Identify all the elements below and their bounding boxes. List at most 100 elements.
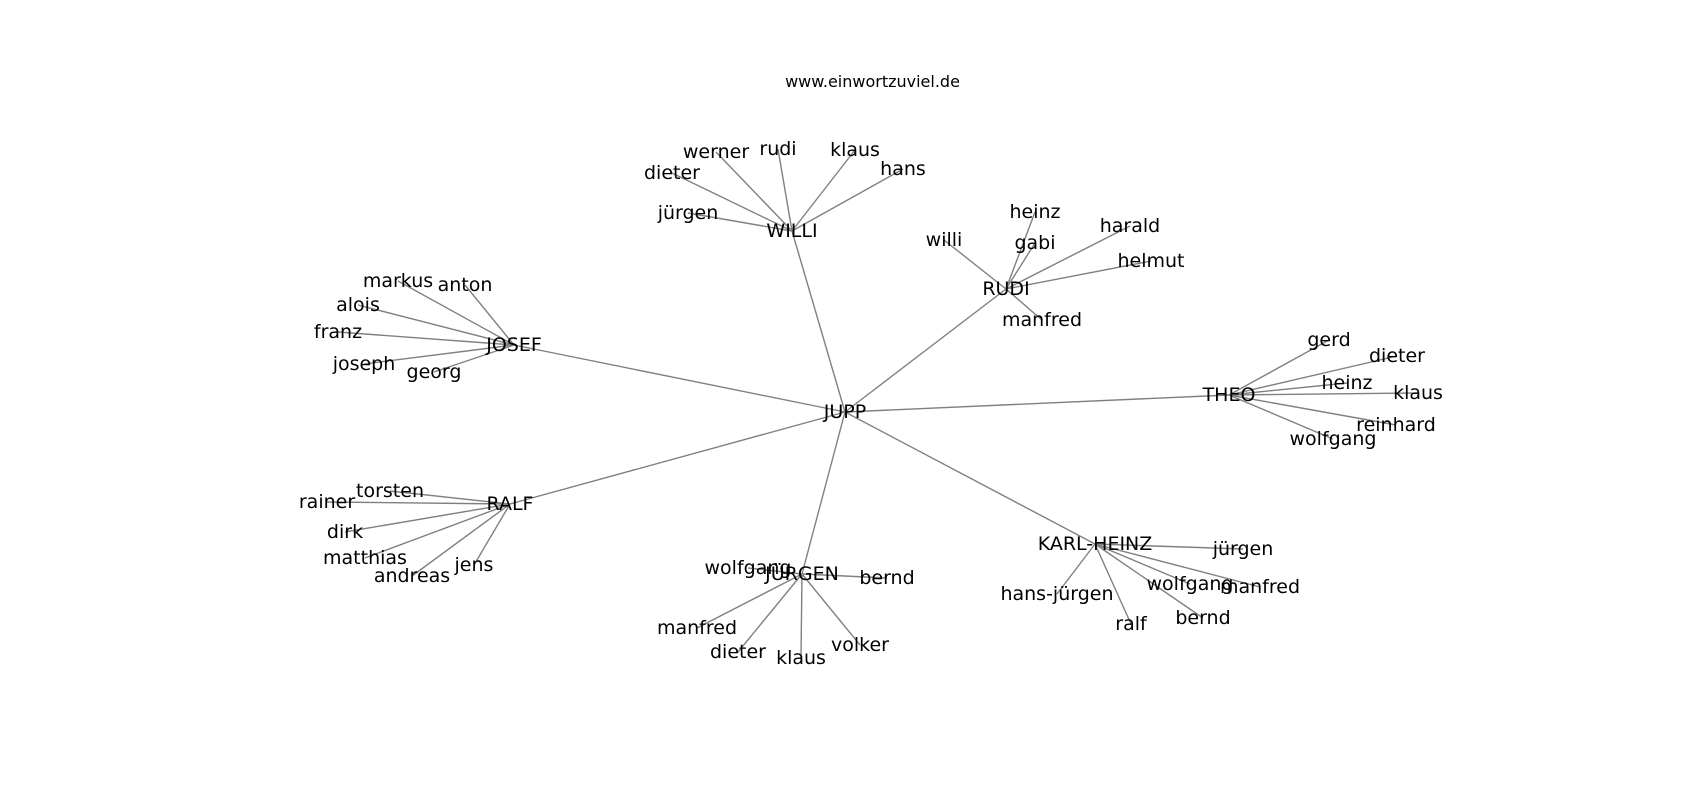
edge-karl-heinz-bernd	[1094, 543, 1204, 619]
edge-rudi-willi	[943, 239, 1007, 290]
node-leaf-klaus: klaus	[776, 647, 826, 669]
graph-edges	[326, 148, 1419, 659]
edge-karl-heinz-juergen	[1094, 543, 1244, 550]
node-leaf-bernd: bernd	[859, 567, 914, 589]
edge-willi-werner	[715, 151, 793, 232]
node-leaf-reinhard: reinhard	[1356, 414, 1436, 436]
edge-juergen-dieter	[737, 573, 803, 653]
node-leaf-ralf: ralf	[1115, 613, 1148, 635]
edge-willi-hans	[791, 168, 904, 232]
node-leaf-wolfgang: wolfgang	[705, 557, 792, 579]
node-hub-theo: THEO	[1202, 384, 1256, 406]
node-leaf-anton: anton	[438, 274, 493, 296]
node-leaf-werner: werner	[683, 141, 749, 163]
node-leaf-manfred: manfred	[657, 617, 737, 639]
node-leaf-andreas: andreas	[374, 565, 450, 587]
edge-theo-klaus	[1228, 392, 1419, 396]
edge-josef-georg	[433, 344, 515, 373]
node-leaf-manfred: manfred	[1002, 309, 1082, 331]
node-hub-josef: JOSEF	[485, 334, 542, 356]
edge-juergen-klaus	[800, 573, 803, 659]
edge-josef-joseph	[363, 344, 515, 365]
node-leaf-gabi: gabi	[1014, 232, 1055, 254]
node-leaf-jens: jens	[454, 554, 494, 576]
edge-josef-markus	[397, 280, 515, 346]
edge-juergen-volker	[801, 573, 861, 646]
edge-theo-gerd	[1228, 339, 1330, 396]
edge-josef-anton	[464, 284, 515, 346]
edge-ralf-torsten	[389, 490, 511, 505]
edge-rudi-gabi	[1005, 242, 1036, 290]
node-center-jupp: JUPP	[823, 401, 866, 423]
edge-theo-reinhard	[1228, 394, 1397, 426]
edge-karl-heinz-manfred	[1094, 543, 1261, 588]
node-leaf-heinz: heinz	[1009, 201, 1060, 223]
node-leaf-wolfgang: wolfgang	[1147, 573, 1234, 595]
edge-ralf-rainer	[326, 501, 511, 505]
edge-rudi-manfred	[1005, 288, 1043, 321]
node-hub-juergen: JÜRGEN	[764, 562, 839, 585]
node-leaf-helmut: helmut	[1117, 250, 1184, 272]
edge-rudi-heinz	[1005, 211, 1036, 290]
node-leaf-gerd: gerd	[1307, 329, 1350, 351]
node-leaf-markus: markus	[363, 270, 433, 292]
node-leaf-klaus: klaus	[830, 139, 880, 161]
node-leaf-georg: georg	[407, 361, 462, 383]
node-leaf-dieter: dieter	[644, 162, 700, 184]
node-leaf-torsten: torsten	[356, 480, 424, 502]
node-leaf-heinz: heinz	[1321, 372, 1372, 394]
edge-jupp-josef	[513, 344, 846, 413]
node-leaf-hans: hans	[880, 158, 926, 180]
edge-karl-heinz-hans-juergen	[1056, 543, 1096, 595]
edge-theo-dieter	[1228, 355, 1398, 396]
edge-karl-heinz-wolfgang	[1094, 543, 1191, 585]
node-leaf-klaus: klaus	[1393, 382, 1443, 404]
node-leaf-willi: willi	[926, 229, 963, 251]
edge-ralf-matthias	[364, 503, 511, 559]
node-leaf-wolfgang: wolfgang	[1290, 428, 1377, 450]
edge-ralf-andreas	[411, 503, 511, 577]
node-hub-rudi: RUDI	[982, 278, 1029, 300]
edge-jupp-ralf	[509, 411, 846, 505]
edge-jupp-willi	[791, 230, 846, 413]
node-hub-willi: WILLI	[766, 220, 817, 242]
edge-willi-rudi	[777, 148, 793, 232]
edge-juergen-wolfgang	[747, 567, 803, 575]
edge-theo-wolfgang	[1228, 394, 1334, 440]
edge-ralf-jens	[473, 503, 511, 566]
edge-jupp-karl-heinz	[844, 411, 1096, 545]
node-leaf-bernd: bernd	[1175, 607, 1230, 629]
node-leaf-dieter: dieter	[710, 641, 766, 663]
edge-willi-juergen	[687, 212, 793, 232]
edge-willi-klaus	[791, 149, 856, 232]
page-title: www.einwortzuviel.de	[785, 72, 960, 91]
edge-karl-heinz-ralf	[1094, 543, 1132, 625]
edge-josef-franz	[337, 331, 515, 346]
node-leaf-dieter: dieter	[1369, 345, 1425, 367]
node-leaf-juergen: jürgen	[657, 202, 719, 224]
node-leaf-manfred: manfred	[1220, 576, 1300, 598]
edge-juergen-bernd	[801, 573, 888, 579]
node-leaf-rainer: rainer	[299, 491, 355, 513]
edge-willi-dieter	[671, 172, 793, 232]
node-leaf-matthias: matthias	[323, 547, 407, 569]
node-hub-ralf: RALF	[487, 493, 534, 515]
node-leaf-harald: harald	[1100, 215, 1160, 237]
edge-rudi-harald	[1005, 225, 1131, 290]
node-leaf-alois: alois	[336, 294, 380, 316]
node-leaf-volker: volker	[831, 634, 889, 656]
node-leaf-franz: franz	[314, 321, 362, 343]
edge-jupp-rudi	[844, 288, 1007, 413]
edge-jupp-juergen	[801, 411, 846, 575]
edge-rudi-helmut	[1005, 260, 1152, 290]
edge-josef-alois	[357, 304, 515, 346]
edge-ralf-dirk	[344, 503, 511, 533]
edge-theo-heinz	[1228, 382, 1348, 396]
node-leaf-juergen: jürgen	[1212, 538, 1274, 560]
node-leaf-hans-juergen: hans-jürgen	[1000, 583, 1113, 605]
node-leaf-dirk: dirk	[327, 521, 363, 543]
node-hub-karl-heinz: KARL-HEINZ	[1038, 533, 1153, 555]
node-leaf-rudi: rudi	[759, 138, 796, 160]
